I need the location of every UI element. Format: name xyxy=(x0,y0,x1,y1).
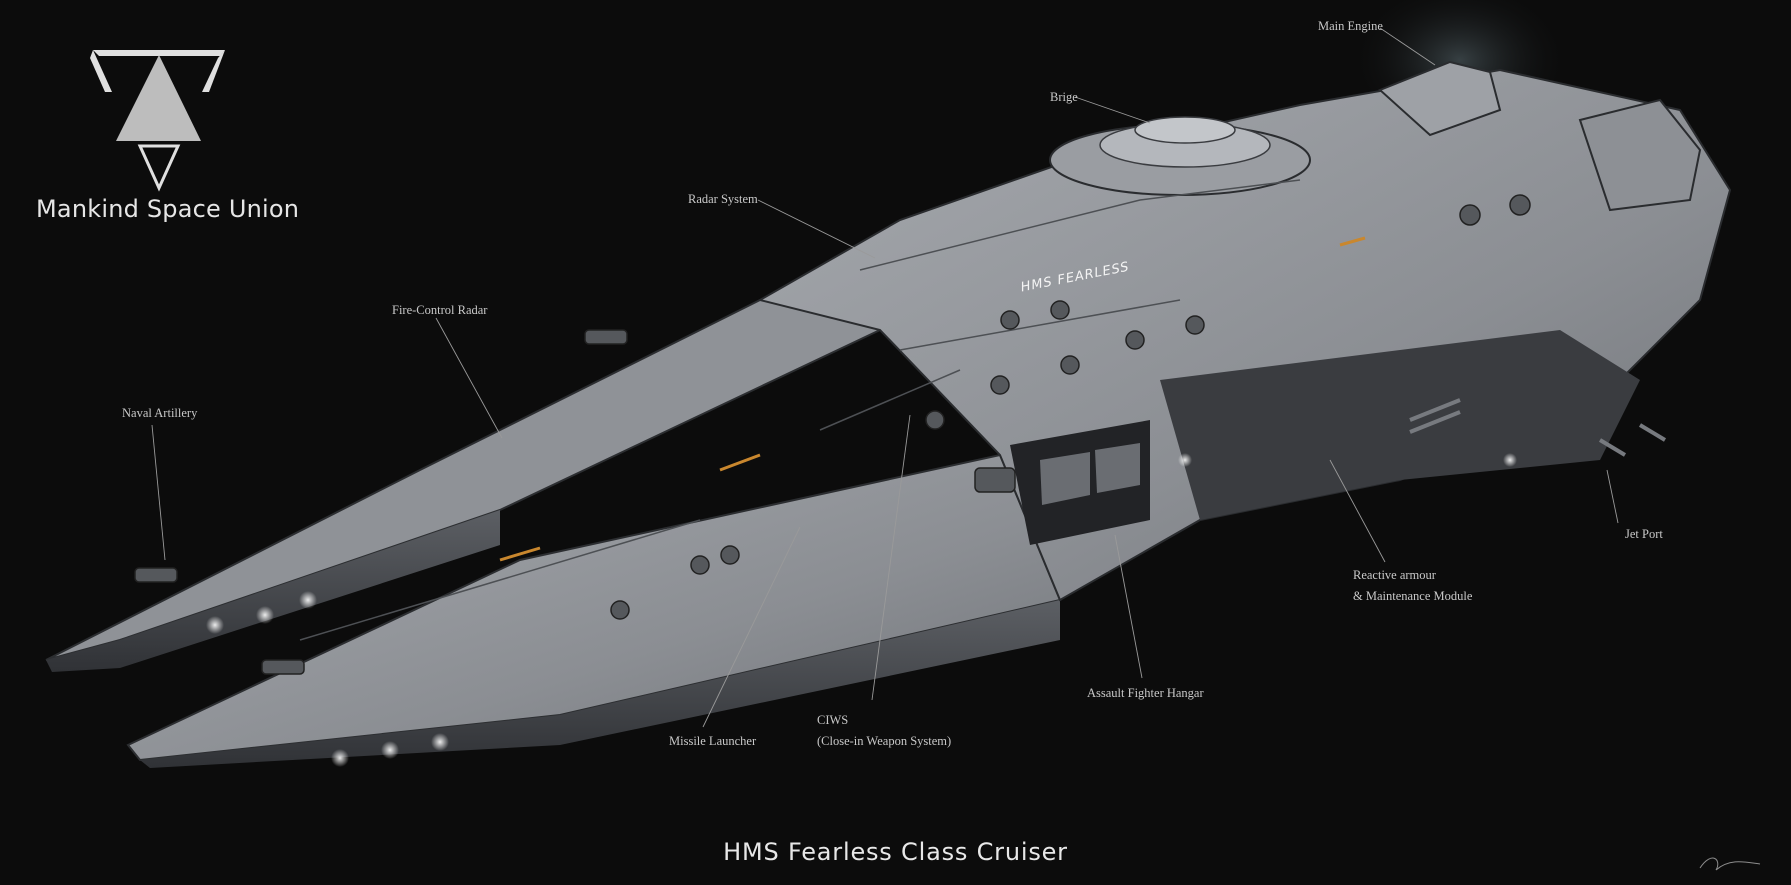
callout-reactive-armour: Reactive armour xyxy=(1353,568,1436,582)
callout-reactive-armour-line2: & Maintenance Module xyxy=(1353,589,1473,603)
callout-brige: Brige xyxy=(1050,90,1078,104)
engine-block xyxy=(1378,60,1702,212)
callout-naval-artillery: Naval Artillery xyxy=(122,406,198,420)
triangle-emblem-icon xyxy=(90,50,225,192)
brand-name: Mankind Space Union xyxy=(36,195,300,223)
callout-jet-port: Jet Port xyxy=(1625,527,1663,541)
callout-main-engine: Main Engine xyxy=(1318,19,1383,33)
callout-fire-control-radar: Fire-Control Radar xyxy=(392,303,488,317)
callout-missile-launcher: Missile Launcher xyxy=(669,734,757,748)
page-title: HMS Fearless Class Cruiser xyxy=(723,838,1068,866)
callout-radar-system: Radar System xyxy=(688,192,758,206)
main-hull xyxy=(757,68,1732,602)
callout-ciws: CIWS xyxy=(817,713,849,727)
leader-lines xyxy=(151,27,1619,728)
bridge-structure xyxy=(1049,116,1311,196)
callout-assault-fighter-hangar: Assault Fighter Hangar xyxy=(1087,686,1204,700)
callout-ciws-line2: (Close-in Weapon System) xyxy=(817,734,952,748)
